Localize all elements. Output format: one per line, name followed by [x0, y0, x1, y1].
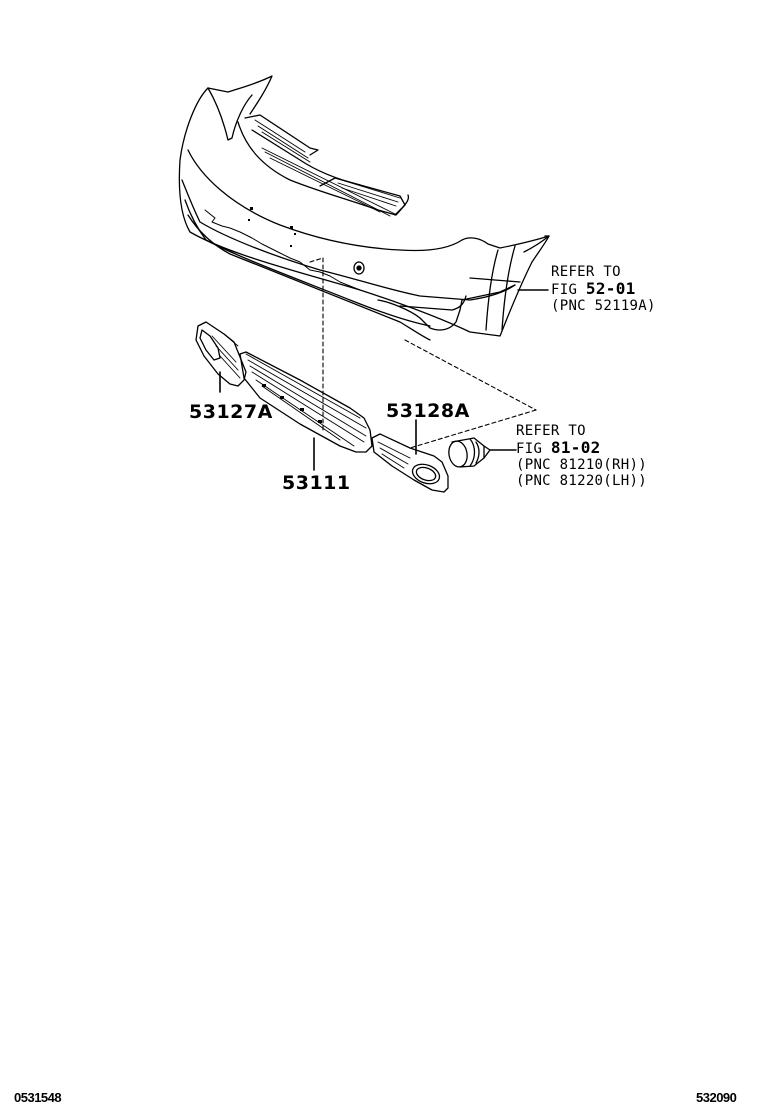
reference-bumper: REFER TO FIG 52-01 (PNC 52119A)	[551, 265, 656, 313]
fog-lamp-illustration[interactable]	[447, 437, 517, 468]
reference-bumper-fig-number[interactable]: 52-01	[585, 279, 636, 298]
reference-fog-lamp-line1: REFER TO	[516, 423, 586, 439]
reference-bumper-pnc: (PNC 52119A)	[551, 298, 656, 314]
reference-fog-lamp-fig[interactable]: FIG 81-02	[516, 438, 647, 457]
reference-bumper-line1: REFER TO	[551, 264, 621, 280]
bezel-rh-illustration[interactable]	[371, 419, 449, 493]
reference-bumper-fig[interactable]: FIG 52-01	[551, 279, 656, 298]
dashed-leader-lines	[309, 257, 537, 449]
reference-fog-lamp-fig-prefix: FIG	[516, 441, 543, 457]
reference-fog-lamp-fig-number[interactable]: 81-02	[550, 438, 601, 457]
bumper-cover-illustration[interactable]	[178, 75, 550, 341]
part-number-53128A[interactable]: 53128A	[386, 400, 470, 422]
reference-fog-lamp: REFER TO FIG 81-02 (PNC 81210(RH)) (PNC …	[516, 424, 647, 488]
part-number-53111[interactable]: 53111	[282, 472, 351, 494]
reference-fog-lamp-pnc-rh: (PNC 81210(RH))	[516, 457, 647, 473]
lower-grille-illustration[interactable]	[239, 351, 373, 471]
footer-left-code: 0531548	[14, 1090, 62, 1105]
footer-right-code: 532090	[696, 1090, 737, 1105]
part-number-53127A[interactable]: 53127A	[189, 401, 273, 423]
reference-bumper-fig-prefix: FIG	[551, 282, 578, 298]
reference-fog-lamp-pnc-lh: (PNC 81220(LH))	[516, 473, 647, 489]
bezel-lh-illustration[interactable]	[195, 321, 247, 393]
